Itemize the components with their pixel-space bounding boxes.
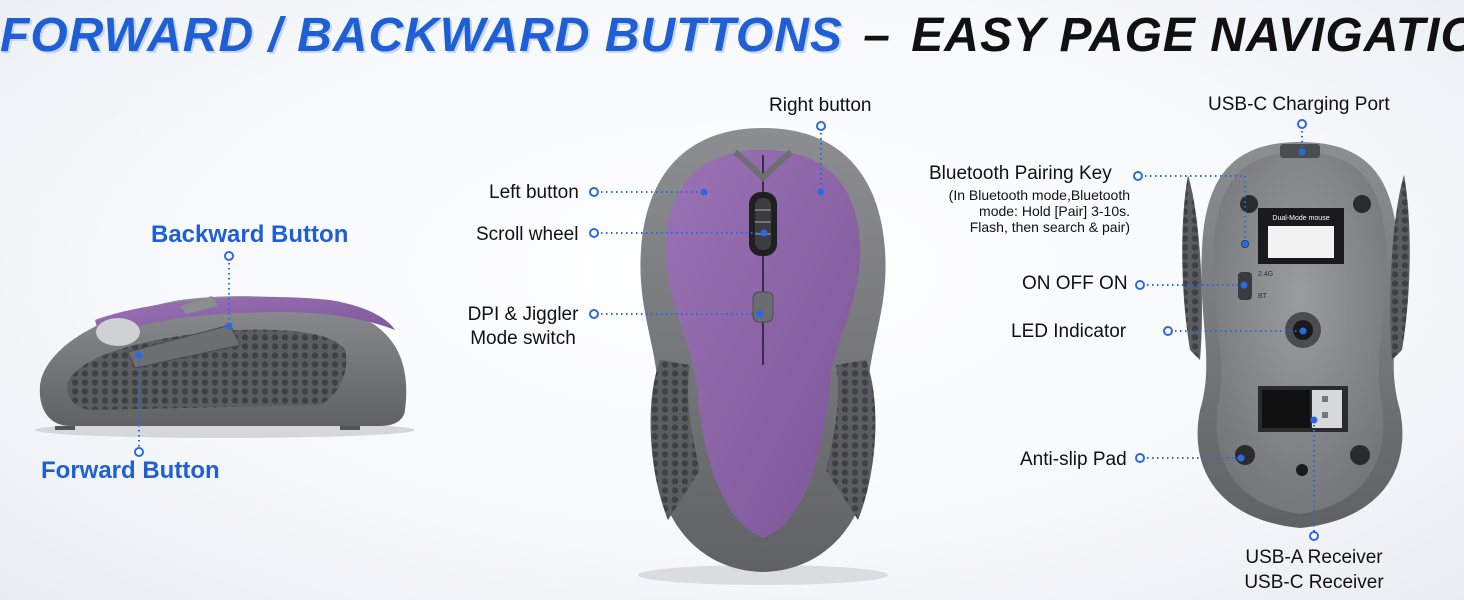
dpi-label-line-1: DPI & Jiggler bbox=[467, 304, 579, 325]
bluetooth-key-note: (In Bluetooth mode,Bluetooth mode: Hold … bbox=[928, 187, 1130, 235]
title-dash: – bbox=[863, 9, 891, 62]
scroll-wheel-label: Scroll wheel bbox=[476, 224, 579, 245]
leader-lines bbox=[134, 119, 1319, 541]
bluetooth-key-label: Bluetooth Pairing Key bbox=[929, 163, 1112, 184]
usb-c-port-label: USB-C Charging Port bbox=[1208, 94, 1390, 115]
on-off-label: ON OFF ON bbox=[1022, 273, 1128, 294]
left-button-label: Left button bbox=[489, 182, 579, 203]
bottom-view-mouse: Dual-Mode mouse 2.4G BT bbox=[1182, 142, 1410, 528]
switch-label-24g: 2.4G bbox=[1258, 271, 1273, 278]
bt-note-line-2: mode: Hold [Pair] 3-10s. bbox=[979, 203, 1130, 219]
top-view-mouse bbox=[638, 128, 888, 585]
forward-button-label: Forward Button bbox=[41, 457, 220, 484]
switch-label-bt: BT bbox=[1258, 293, 1268, 300]
anti-slip-pad-label: Anti-slip Pad bbox=[1020, 449, 1127, 470]
title-part-2: EASY PAGE NAVIGATION bbox=[911, 9, 1464, 62]
right-button-label: Right button bbox=[769, 95, 872, 116]
dpi-switch-label: DPI & Jiggler Mode switch bbox=[466, 303, 580, 351]
bt-note-line-1: (In Bluetooth mode,Bluetooth bbox=[948, 187, 1130, 203]
led-indicator-label: LED Indicator bbox=[1011, 321, 1127, 342]
sticker-title: Dual-Mode mouse bbox=[1272, 215, 1329, 222]
page-title: FORWARD / BACKWARD BUTTONS – EASY PAGE N… bbox=[0, 8, 1464, 63]
receiver-label-line-2: USB-C Receiver bbox=[1244, 572, 1384, 593]
receiver-label-line-1: USB-A Receiver bbox=[1245, 547, 1383, 568]
side-view-mouse bbox=[35, 296, 415, 438]
bt-note-line-3: Flash, then search & pair) bbox=[969, 219, 1130, 235]
title-part-1: FORWARD / BACKWARD BUTTONS bbox=[0, 9, 843, 62]
backward-button-label: Backward Button bbox=[151, 221, 349, 248]
dpi-label-line-2: Mode switch bbox=[470, 328, 576, 349]
receiver-label: USB-A Receiver USB-C Receiver bbox=[1243, 545, 1385, 595]
